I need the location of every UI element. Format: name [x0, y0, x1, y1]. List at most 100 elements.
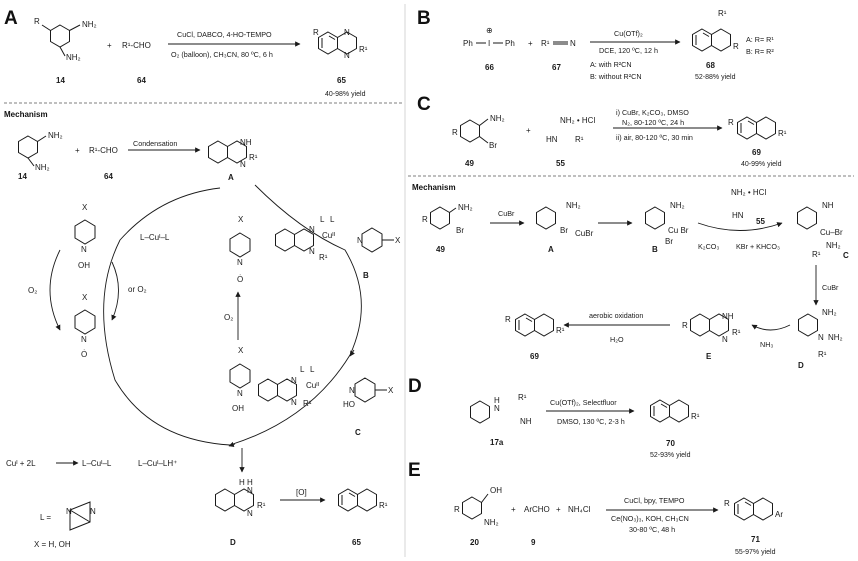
- svg-text:N: N: [291, 376, 297, 385]
- svg-text:N: N: [90, 507, 96, 516]
- svg-text:HN: HN: [732, 211, 744, 220]
- svg-text:R¹: R¹: [249, 153, 258, 162]
- mech-label-a: A: [228, 173, 234, 182]
- conditions-e-temp: 30-80 ºC, 48 h: [629, 525, 675, 534]
- compound-68: R¹ R: [692, 9, 739, 52]
- svg-text:Br: Br: [489, 141, 497, 150]
- cu-l-lh: L–Cuᴵ–LH⁺: [138, 459, 177, 468]
- svg-text:NH₂: NH₂: [566, 201, 581, 210]
- h2o-label: H₂O: [610, 335, 624, 344]
- mech-a-complex-B: N N R¹ Cuᴵᴵ L L N X: [275, 215, 401, 262]
- mech-label-d: D: [230, 538, 236, 547]
- svg-text:R¹: R¹: [732, 328, 741, 337]
- svg-text:X: X: [388, 386, 394, 395]
- svg-text:H H: H H: [239, 478, 253, 487]
- conditions-c-3: ii) air, 80-120 ºC, 30 min: [616, 133, 693, 142]
- svg-text:N: N: [570, 39, 576, 48]
- mech-c-label-b: B: [652, 245, 658, 254]
- svg-text:R: R: [682, 321, 688, 330]
- compound-70: R¹: [650, 399, 700, 423]
- svg-text:R: R: [728, 118, 734, 127]
- mech-label-55: 55: [756, 217, 765, 226]
- svg-text:+: +: [75, 146, 80, 155]
- label-55: 55: [556, 159, 565, 168]
- svg-text:R¹: R¹: [691, 412, 700, 421]
- mech-c-A: NH₂ Br CuBr: [536, 201, 594, 238]
- svg-text:X: X: [395, 236, 401, 245]
- svg-text:R: R: [34, 17, 40, 26]
- svg-text:Br: Br: [665, 237, 673, 246]
- cu-l-top: L–Cuᴵ–L: [140, 233, 170, 242]
- svg-text:R¹: R¹: [541, 39, 550, 48]
- svg-text:+: +: [556, 505, 561, 514]
- mech-c-B: NH₂ Cu Br Br: [645, 201, 689, 246]
- svg-text:+: +: [107, 41, 112, 50]
- compound-71: R Ar: [724, 497, 783, 521]
- svg-text:NH₂: NH₂: [826, 241, 841, 250]
- svg-text:Ph: Ph: [463, 39, 473, 48]
- svg-text:N: N: [237, 389, 243, 398]
- mech-a-compound-14: NH₂ NH₂: [18, 131, 63, 172]
- svg-text:OH: OH: [232, 404, 244, 413]
- l-definition-label: L =: [40, 513, 51, 522]
- svg-text:NH₂: NH₂: [490, 114, 505, 123]
- conditions-d-bottom: DMSO, 130 ºC, 2-3 h: [557, 417, 625, 426]
- svg-text:L: L: [320, 215, 325, 224]
- svg-text:R¹: R¹: [818, 350, 827, 359]
- svg-text:L: L: [310, 365, 315, 374]
- mech-a-complex-C: N N R¹ Cuᴵᴵ L L N HO X: [258, 365, 394, 409]
- compound-17a: H N R¹ NH: [470, 393, 532, 426]
- svg-text:NH: NH: [240, 138, 252, 147]
- mech-a-tempo-left-bottom: X N Ȯ: [74, 293, 96, 359]
- label-66: 66: [485, 63, 494, 72]
- svg-text:Cuᴵᴵ: Cuᴵᴵ: [322, 231, 335, 240]
- label-17a: 17a: [490, 438, 504, 447]
- svg-text:NH₂: NH₂: [670, 201, 685, 210]
- svg-text:R¹: R¹: [556, 326, 565, 335]
- option-b: B: without R²CN: [590, 72, 642, 81]
- mech-c-69: R R¹: [505, 313, 565, 337]
- cubr-in: CuBr: [498, 209, 515, 218]
- mech-label-49: 49: [436, 245, 445, 254]
- svg-text:R: R: [422, 215, 428, 224]
- compound-66: Ph I ⊕ Ph: [463, 26, 515, 48]
- mech-label-69: 69: [530, 352, 539, 361]
- label-70: 70: [666, 439, 675, 448]
- label-68: 68: [706, 61, 715, 70]
- compound-65: R R¹ N N: [313, 28, 368, 60]
- svg-text:CuBr: CuBr: [575, 229, 594, 238]
- svg-text:R¹: R¹: [575, 135, 584, 144]
- svg-text:R: R: [505, 315, 511, 324]
- svg-text:R¹: R¹: [257, 501, 266, 510]
- oxidation-label: [O]: [296, 488, 307, 497]
- svg-text:R: R: [452, 128, 458, 137]
- mech-label-65: 65: [352, 538, 361, 547]
- svg-text:N: N: [357, 236, 363, 245]
- svg-text:N: N: [349, 386, 355, 395]
- svg-text:N: N: [722, 335, 728, 344]
- mech-c-label-d: D: [798, 361, 804, 370]
- svg-text:R: R: [733, 42, 739, 51]
- svg-text:HO: HO: [343, 400, 355, 409]
- mech-label-64: 64: [104, 172, 113, 181]
- dabco-structure: N N: [66, 501, 96, 531]
- svg-text:NH₂: NH₂: [48, 131, 63, 140]
- o2-mid-label: O₂: [224, 313, 233, 322]
- mech-c-D: NH₂ N NH₂ R¹: [798, 308, 843, 359]
- conditions-c-2: N₂, 80-120 ºC, 24 h: [622, 118, 684, 127]
- compound-20: OH NH₂ R: [454, 486, 502, 527]
- compound-14: NH₂ NH₂ R: [34, 17, 97, 62]
- mech-c-label-c: C: [843, 251, 849, 260]
- reagent-r1cho: R¹-CHO: [122, 41, 151, 50]
- svg-text:Cu–Br: Cu–Br: [820, 228, 843, 237]
- result-a: A: R= R¹: [746, 35, 774, 44]
- svg-text:N: N: [247, 486, 253, 495]
- label-20: 20: [470, 538, 479, 547]
- compound-49: NH₂ Br R: [452, 114, 505, 150]
- byproduct-label: KBr + KHCO₃: [736, 242, 780, 251]
- panel-c-label: C: [417, 94, 431, 115]
- svg-text:N: N: [309, 225, 315, 234]
- svg-text:Cuᴵᴵ: Cuᴵᴵ: [306, 381, 319, 390]
- svg-text:OH: OH: [490, 486, 502, 495]
- svg-text:NH: NH: [722, 312, 734, 321]
